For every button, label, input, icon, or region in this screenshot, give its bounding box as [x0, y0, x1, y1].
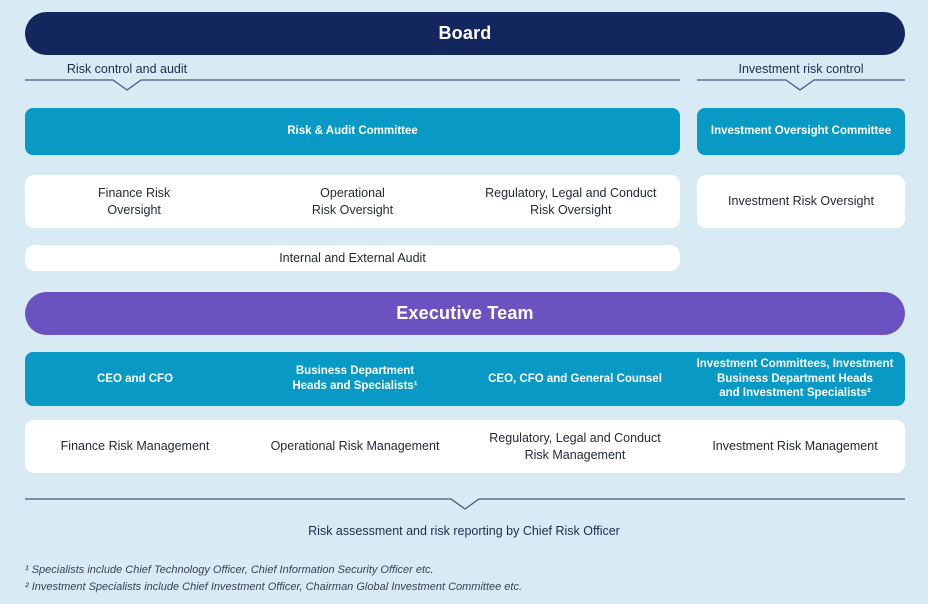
right-connector-line: [697, 79, 905, 91]
management-row: Finance Risk Management Operational Risk…: [25, 420, 905, 473]
left-connector-line: [25, 79, 680, 91]
executive-role-cell-general-counsel: CEO, CFO and General Counsel: [488, 372, 662, 385]
executive-role-cell-business-heads: Business Department Heads and Specialist…: [292, 365, 418, 392]
executive-team-banner-label: Executive Team: [396, 303, 534, 323]
executive-role-cell-ceo-cfo: CEO and CFO: [96, 372, 174, 385]
footnote-2: ² Investment Specialists include Chief I…: [25, 581, 523, 594]
risk-audit-committee-box: Risk & Audit Committee: [25, 108, 680, 155]
oversight-cell-finance: Finance Risk Oversight: [98, 186, 171, 217]
investment-oversight-committee-box: Investment Oversight Committee: [697, 108, 905, 155]
board-banner-label: Board: [438, 23, 492, 43]
board-banner: Board: [25, 12, 905, 55]
oversight-row: Finance Risk Oversight Operational Risk …: [25, 175, 680, 228]
investment-risk-oversight-box: Investment Risk Oversight: [697, 175, 905, 228]
management-cell-investment: Investment Risk Management: [712, 439, 878, 454]
oversight-cell-operational: Operational Risk Oversight: [311, 186, 394, 217]
management-cell-operational: Operational Risk Management: [270, 439, 440, 454]
footnotes: ¹ Specialists include Chief Technology O…: [25, 562, 895, 596]
internal-external-audit-box: Internal and External Audit: [25, 245, 680, 271]
executive-role-cell-investment-committees: Investment Committees, Investment Busine…: [696, 357, 894, 400]
flow-label-risk-control-audit: Risk control and audit: [66, 62, 188, 76]
management-cell-regulatory: Regulatory, Legal and Conduct Risk Manag…: [489, 431, 661, 462]
footnote-1: ¹ Specialists include Chief Technology O…: [25, 564, 434, 576]
cro-reporting-label: Risk assessment and risk reporting by Ch…: [308, 524, 620, 538]
executive-team-banner: Executive Team: [25, 292, 905, 335]
bottom-connector-line: [25, 498, 905, 510]
flow-label-investment-risk-control: Investment risk control: [738, 62, 864, 76]
executive-roles-bar: CEO and CFO Business Department Heads an…: [25, 352, 905, 406]
oversight-cell-regulatory: Regulatory, Legal and Conduct Risk Overs…: [485, 186, 657, 217]
management-cell-finance: Finance Risk Management: [60, 439, 210, 454]
